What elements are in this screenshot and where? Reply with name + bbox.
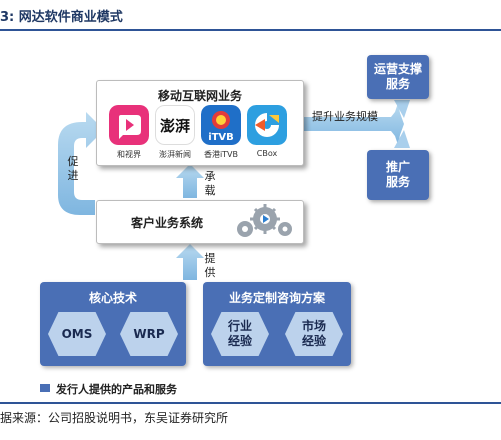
mobile-internet-title: 移动互联网业务 [157,89,242,103]
itvb-app-icon: iTVB [201,105,241,145]
header-rule [0,29,501,31]
app-hexiejie: 和视界 [109,105,149,160]
customer-system-title: 客户业务系统 [131,216,204,230]
core-tech-panel: 核心技术 OMS WRP [40,282,186,366]
consulting-title: 业务定制咨询方案 [228,291,325,305]
cbox-app-icon [247,105,287,145]
customer-system-box: 客户业务系统 [96,200,304,244]
provide-label: 提 供 [204,252,216,279]
legend-swatch [40,384,50,392]
app-pengpai: 澎湃 澎湃新闻 [155,105,195,160]
scale-label: 提升业务规模 [312,110,378,123]
wrp-hex: WRP [120,312,178,356]
oms-hex: OMS [48,312,106,356]
support-up-arrow [176,164,204,198]
promote-label: 促 进 [67,155,79,182]
promote-curve-arrow [58,112,104,215]
provide-up-arrow [176,244,204,280]
svg-text:iTVB: iTVB [208,132,234,143]
footer-rule [0,402,501,404]
source-note: 据来源：公司招股说明书，东吴证券研究所 [0,411,229,425]
core-tech-title: 核心技术 [88,291,137,305]
market-experience-hex: 市场 经验 [285,312,343,356]
promotion-box: 推广 服务 [367,150,429,200]
consulting-panel: 业务定制咨询方案 行业 经验 市场 经验 [203,282,351,366]
ops-support-box: 运营支撑 服务 [367,55,429,99]
svg-text:澎湃: 澎湃 [160,117,190,135]
legend-label: 发行人提供的产品和服务 [56,383,177,396]
hexiejie-app-icon [109,105,149,145]
scale-left-arrow [286,103,404,145]
app-label: CBox [256,149,278,158]
industry-experience-hex: 行业 经验 [211,312,269,356]
app-itvb: iTVB 香港iTVB [201,105,241,160]
app-label: 澎湃新闻 [159,150,191,159]
app-cbox: CBox [247,105,287,158]
mobile-internet-box: 移动互联网业务 和视界 澎湃 澎湃新闻 iTVB 香港iTVB [96,80,304,166]
app-label: 和视界 [117,150,141,159]
figure-title: 3: 网达软件商业模式 [0,10,123,25]
gear-cluster-icon [237,204,292,237]
support-label: 承 载 [204,170,216,197]
pengpai-app-icon: 澎湃 [155,105,195,145]
app-label: 香港iTVB [203,150,239,159]
